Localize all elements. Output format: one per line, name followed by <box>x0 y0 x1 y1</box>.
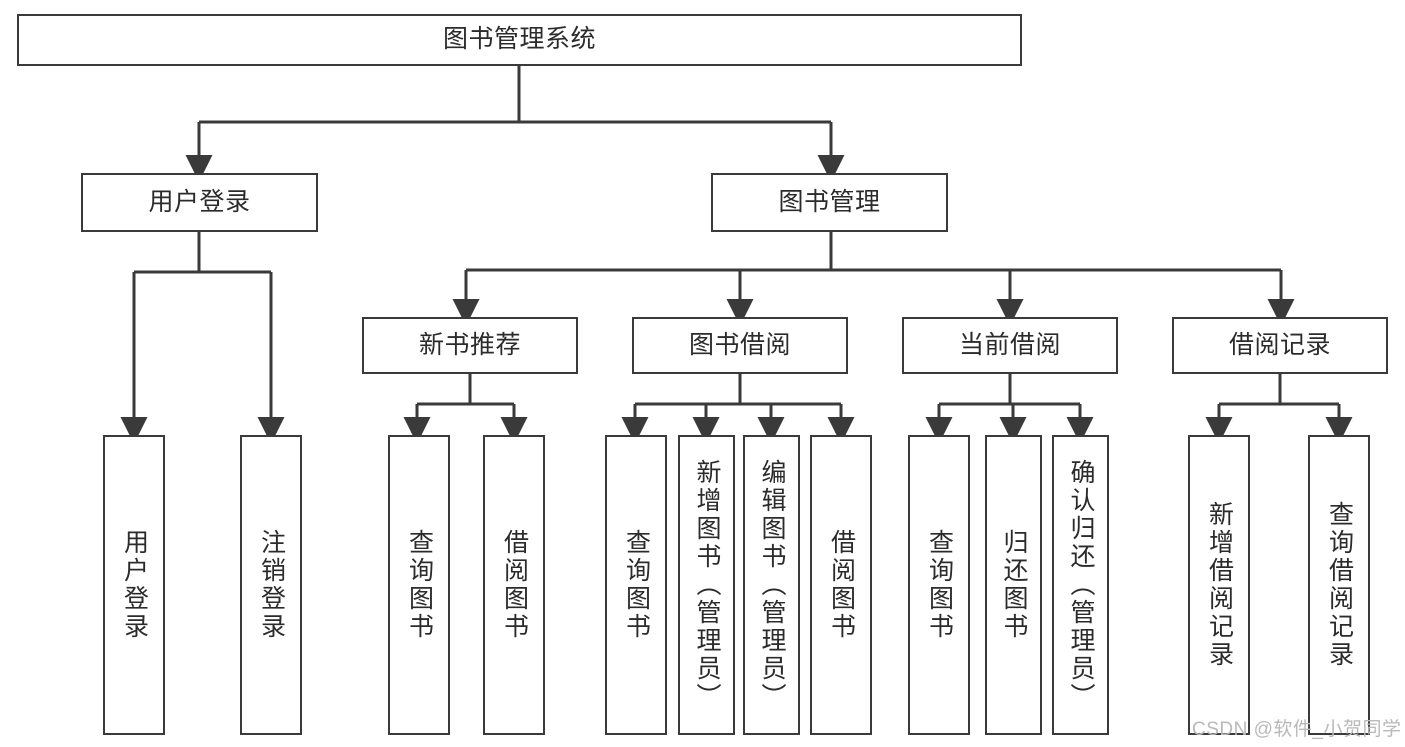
leaf-borrow-book-2-label: 借阅图书 <box>827 529 856 641</box>
leaf-logout-label: 注销登录 <box>257 529 286 641</box>
node-root-label: 图书管理系统 <box>442 25 596 54</box>
leaf-return-book[interactable]: 归还图书 <box>985 435 1042 735</box>
node-user-login-label: 用户登录 <box>148 187 251 216</box>
node-book-manage[interactable]: 图书管理 <box>711 173 948 232</box>
leaf-borrow-book-1-label: 借阅图书 <box>500 529 529 641</box>
leaf-borrow-book-2[interactable]: 借阅图书 <box>810 435 872 735</box>
leaf-return-book-label: 归还图书 <box>1000 529 1028 641</box>
leaf-edit-book[interactable]: 编辑图书（管理员） <box>743 435 800 735</box>
leaf-logout[interactable]: 注销登录 <box>240 435 302 735</box>
leaf-add-book-label: 新增图书（管理员） <box>693 459 721 711</box>
leaf-user-login[interactable]: 用户登录 <box>103 435 165 735</box>
leaf-query-book-3[interactable]: 查询图书 <box>908 435 970 735</box>
node-book-borrow-label: 图书借阅 <box>688 330 791 359</box>
leaf-add-book[interactable]: 新增图书（管理员） <box>678 435 735 735</box>
leaf-confirm-return-label: 确认归还（管理员） <box>1067 459 1095 711</box>
leaf-query-book-2-label: 查询图书 <box>622 529 651 641</box>
leaf-query-book-1-label: 查询图书 <box>405 529 434 641</box>
node-current-borrow[interactable]: 当前借阅 <box>902 317 1118 374</box>
node-new-book-recommend[interactable]: 新书推荐 <box>362 317 578 374</box>
node-borrow-record-label: 借阅记录 <box>1228 330 1331 359</box>
leaf-query-book-1[interactable]: 查询图书 <box>388 435 450 735</box>
leaf-user-login-label: 用户登录 <box>120 529 149 641</box>
node-book-borrow[interactable]: 图书借阅 <box>632 317 848 374</box>
leaf-query-record-label: 查询借阅记录 <box>1325 501 1354 669</box>
leaf-add-record-label: 新增借阅记录 <box>1205 501 1234 669</box>
leaf-query-record[interactable]: 查询借阅记录 <box>1308 435 1370 735</box>
leaf-query-book-3-label: 查询图书 <box>925 529 954 641</box>
node-root[interactable]: 图书管理系统 <box>17 14 1022 66</box>
leaf-edit-book-label: 编辑图书（管理员） <box>758 459 786 711</box>
node-user-login[interactable]: 用户登录 <box>81 173 318 232</box>
leaf-confirm-return[interactable]: 确认归还（管理员） <box>1052 435 1109 735</box>
node-book-manage-label: 图书管理 <box>778 187 881 216</box>
csdn-watermark: CSDN @软件_小贺同学 <box>1192 719 1402 740</box>
node-current-borrow-label: 当前借阅 <box>958 330 1061 359</box>
leaf-query-book-2[interactable]: 查询图书 <box>605 435 667 735</box>
leaf-borrow-book-1[interactable]: 借阅图书 <box>483 435 545 735</box>
leaf-add-record[interactable]: 新增借阅记录 <box>1188 435 1250 735</box>
node-new-book-recommend-label: 新书推荐 <box>418 330 521 359</box>
node-borrow-record[interactable]: 借阅记录 <box>1172 317 1388 374</box>
